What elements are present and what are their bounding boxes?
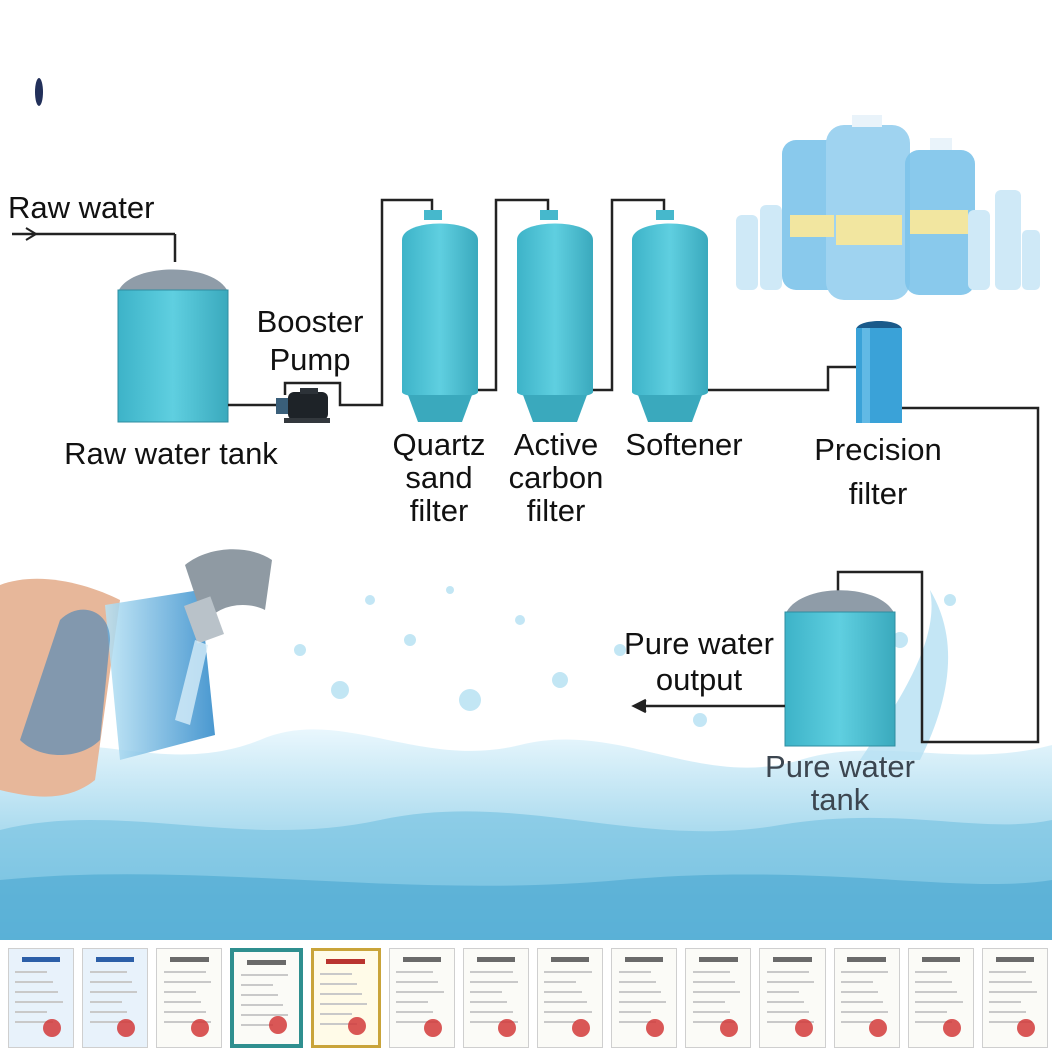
certificate-thumbnail (833, 948, 900, 1048)
active-carbon-filter-label: Active carbon filter (508, 427, 604, 528)
certificate-thumbnail (82, 948, 149, 1048)
pipe-quartz-to-carbon (478, 198, 550, 392)
certificate-thumbnail (611, 948, 678, 1048)
pure-water-output-label: Pure water output (624, 626, 774, 697)
raw-water-tank-label: Raw water tank (64, 436, 278, 471)
water-bottles-photo (736, 115, 1040, 300)
precision-filter (856, 321, 902, 423)
certificate-thumbnail (156, 948, 223, 1048)
pipe-raw-to-pump (228, 198, 434, 407)
certificate-thumbnail (981, 948, 1048, 1048)
certificate-thumbnail (759, 948, 826, 1048)
pure-water-output-arrow (631, 698, 785, 714)
softener-label: Softener (625, 427, 743, 462)
pipe-carbon-to-softener (593, 198, 666, 392)
water-splash-photo (0, 586, 1052, 940)
certificate-thumbnail (388, 948, 455, 1048)
hand-filling-glass-photo (0, 549, 272, 797)
raw-water-label: Raw water (8, 190, 155, 225)
ink-mark (35, 78, 43, 106)
certificate-thumbnail (230, 948, 303, 1048)
raw-water-inlet (12, 227, 177, 262)
pipe-softener-to-precision (708, 365, 856, 392)
certificate-thumbnail (907, 948, 974, 1048)
certificate-thumbnail (685, 948, 752, 1048)
booster-pump-label: Booster Pump (256, 304, 364, 377)
certificate-thumbnail (8, 948, 75, 1048)
precision-filter-label: Precision filter (814, 432, 942, 511)
booster-pump (276, 388, 330, 423)
certificate-thumbnail (310, 948, 381, 1048)
certificate-thumbnail (462, 948, 529, 1048)
pure-water-tank (784, 590, 896, 747)
pure-water-tank-label: Pure water tank (765, 749, 915, 817)
raw-water-tank (117, 269, 229, 423)
certificates-strip (8, 948, 1048, 1052)
softener-tank (632, 210, 708, 422)
active-carbon-filter (517, 210, 593, 422)
quartz-sand-filter (402, 210, 478, 422)
pipe-precision-to-pure-tank (836, 406, 1040, 744)
certificate-thumbnail (536, 948, 604, 1048)
quartz-sand-filter-label: Quartz sand filter (392, 427, 486, 528)
